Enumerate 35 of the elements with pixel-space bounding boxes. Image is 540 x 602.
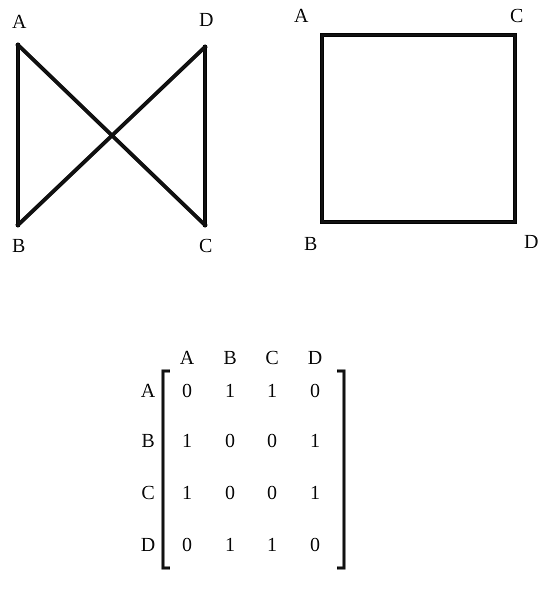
matrix-entry: 0 (266, 481, 278, 505)
matrix-entry: 0 (181, 379, 193, 403)
column-header: A (179, 346, 195, 370)
vertex-label: B (11, 234, 26, 258)
matrix-entry: 0 (266, 429, 278, 453)
graph-edge (203, 45, 207, 227)
matrix-entry: 0 (309, 533, 321, 557)
vertex-label: B (303, 232, 318, 256)
graph-edge (16, 43, 20, 227)
matrix-entry: 0 (309, 379, 321, 403)
vertex-label: C (198, 234, 214, 258)
vertex-label: C (509, 4, 524, 28)
row-header: C (140, 481, 156, 505)
matrix-entry: 0 (224, 481, 236, 505)
row-header: D (140, 533, 156, 557)
matrix-entry: 1 (224, 533, 236, 557)
matrix-entry: 1 (266, 379, 278, 403)
matrix-entry: 1 (266, 533, 278, 557)
column-header: C (264, 346, 280, 370)
vertex-label: D (523, 230, 540, 254)
matrix-entry: 1 (224, 379, 236, 403)
column-header: B (222, 346, 238, 370)
matrix-entry: 0 (181, 533, 193, 557)
matrix-entry: 0 (224, 429, 236, 453)
row-header: A (140, 379, 156, 403)
row-header: B (140, 429, 156, 453)
matrix-entry: 1 (309, 429, 321, 453)
matrix-entry: 1 (309, 481, 321, 505)
column-header: D (307, 346, 323, 370)
vertex-label: D (198, 8, 214, 32)
matrix-entry: 1 (181, 481, 193, 505)
graph-edge (320, 220, 517, 224)
vertex-label: A (293, 4, 310, 28)
vertex-label: A (11, 10, 28, 34)
matrix-entry: 1 (181, 429, 193, 453)
